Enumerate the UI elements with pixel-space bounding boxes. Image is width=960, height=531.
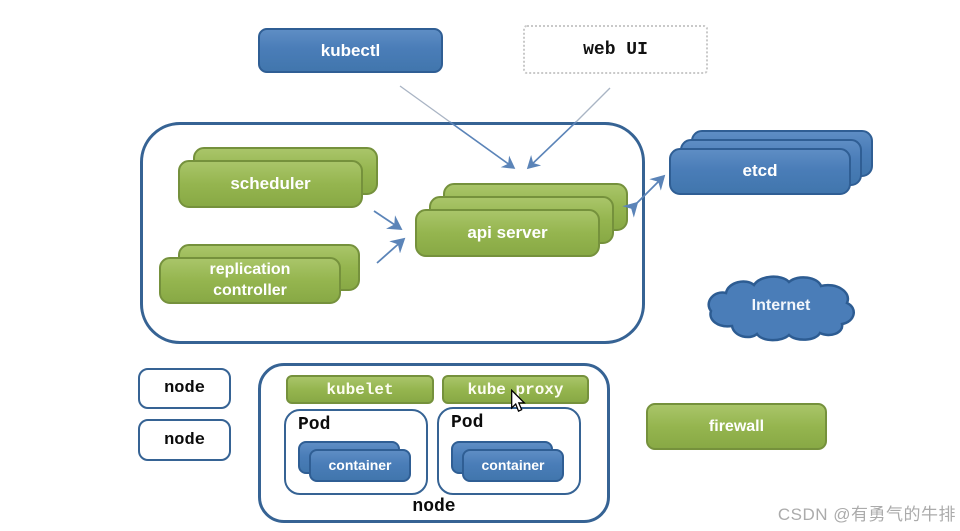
api-server-label: api server (467, 222, 548, 242)
cloud-icon (707, 275, 855, 342)
pod2-box: Pod container (437, 407, 581, 495)
firewall-box: firewall (646, 403, 827, 450)
kubectl-box: kubectl (258, 28, 443, 73)
pod2-label: Pod (451, 413, 484, 433)
pod1-box: Pod container (284, 409, 428, 495)
etcd-label: etcd (742, 161, 778, 181)
master-outline (140, 122, 645, 344)
arrow-webui-to-apiserver-upper (575, 87, 611, 123)
pod2-container-box: container (462, 449, 564, 482)
kubelet-box: kubelet (286, 375, 434, 404)
kube-proxy-box: kube proxy (442, 375, 589, 404)
node-box-left-bottom: node (138, 419, 231, 461)
node-left-top-label: node (164, 379, 205, 398)
pod2-container-label: container (481, 457, 545, 474)
kubelet-label: kubelet (326, 380, 394, 399)
node-left-bottom-label: node (164, 430, 205, 450)
kube-proxy-label: kube proxy (467, 380, 564, 399)
pod1-container-label: container (328, 457, 392, 474)
pod1-container-box: container (309, 449, 411, 482)
replication-controller-stack: replication controller (159, 244, 360, 305)
internet-cloud: Internet (702, 272, 860, 344)
scheduler-box: scheduler (178, 160, 363, 208)
arrow-kubectl-to-apiserver-upper (399, 85, 451, 123)
pod1-container-stack: container (298, 441, 412, 483)
api-server-box: api server (415, 209, 600, 257)
firewall-label: firewall (708, 417, 765, 435)
kubectl-label: kubectl (320, 40, 381, 60)
node-box-left-top: node (138, 368, 231, 409)
pod2-container-stack: container (451, 441, 565, 483)
watermark: CSDN @有勇气的牛排 (777, 505, 956, 524)
worker-node-label: node (412, 497, 456, 517)
worker-node-outline: kubelet kube proxy Pod container Pod con… (258, 363, 610, 523)
web-ui-box: web UI (523, 25, 708, 74)
internet-label: Internet (751, 297, 811, 314)
scheduler-label: scheduler (230, 173, 311, 193)
replication-controller-box: replication controller (159, 257, 341, 304)
pod1-label: Pod (298, 415, 331, 435)
etcd-stack: etcd (669, 130, 873, 195)
web-ui-label: web UI (583, 39, 648, 60)
api-server-stack: api server (415, 183, 628, 258)
scheduler-stack: scheduler (178, 147, 378, 208)
etcd-box: etcd (669, 148, 851, 195)
replication-controller-label: replication controller (209, 260, 291, 299)
